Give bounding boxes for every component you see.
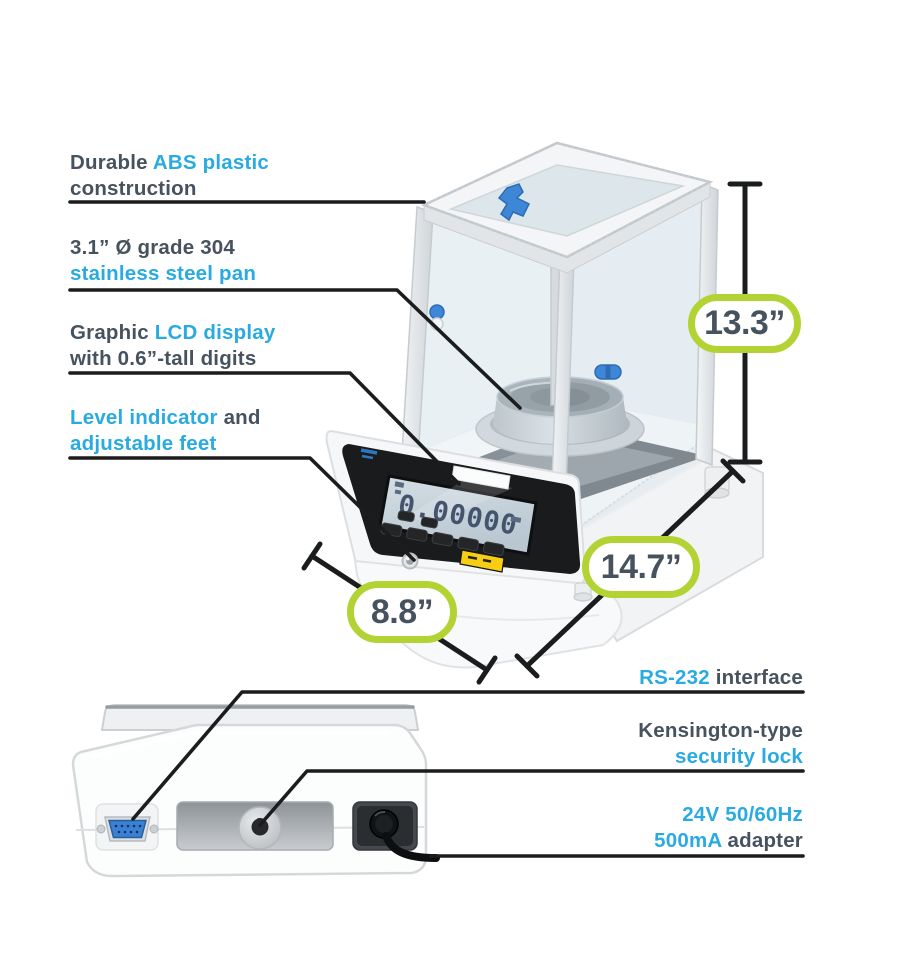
power-cable	[382, 832, 440, 862]
label-level-feet: Level indicator and adjustable feet	[70, 405, 261, 457]
label-highlight: stainless steel pan	[70, 262, 257, 285]
label-lcd-display: Graphic LCD display with 0.6”-tall digit…	[70, 320, 275, 372]
dimension-value: 8.8”	[370, 592, 434, 631]
label-rs232: RS-232 interface	[639, 665, 803, 691]
label-text: Durable	[70, 151, 153, 174]
dimension-badge-height: 13.3”	[688, 294, 801, 353]
label-highlight: adjustable feet	[70, 432, 217, 455]
label-text: Kensington-type	[638, 719, 803, 742]
dimension-value: 13.3”	[704, 304, 785, 342]
rs232-port	[95, 803, 159, 851]
dimension-badge-width: 8.8”	[347, 581, 457, 643]
label-power-adapter: 24V 50/60Hz 500mA adapter	[654, 802, 803, 854]
label-highlight: 24V 50/60Hz	[682, 803, 803, 826]
adjustable-foot-rear	[704, 466, 730, 499]
label-highlight: Level indicator	[70, 406, 218, 429]
right-door-handle	[594, 364, 622, 380]
label-highlight: 500mA	[654, 829, 722, 852]
label-highlight: security lock	[675, 745, 803, 768]
rear-panel-illustration	[71, 704, 440, 878]
label-text: with 0.6”-tall digits	[70, 347, 257, 370]
left-door-handle	[429, 304, 445, 331]
label-text: interface	[709, 666, 803, 689]
label-highlight: ABS plastic	[152, 151, 269, 174]
dimension-badge-depth: 14.7”	[582, 536, 700, 598]
label-highlight: RS-232	[639, 666, 710, 689]
kensington-lock-slot	[176, 801, 334, 851]
label-security-lock: Kensington-type security lock	[638, 718, 803, 770]
label-text: Graphic	[70, 321, 155, 344]
level-indicator	[401, 552, 419, 570]
draft-shield-top-frame	[420, 141, 714, 274]
label-text: and	[217, 406, 261, 429]
top-door-handle	[497, 183, 531, 222]
label-text: 3.1” Ø grade 304	[70, 236, 236, 259]
label-steel-pan: 3.1” Ø grade 304 stainless steel pan	[70, 235, 256, 287]
label-text: adapter	[721, 829, 803, 852]
label-highlight: LCD display	[154, 321, 276, 344]
label-abs-construction: Durable ABS plastic construction	[70, 150, 269, 202]
dimension-value: 14.7”	[600, 547, 682, 586]
label-text: construction	[70, 177, 197, 200]
